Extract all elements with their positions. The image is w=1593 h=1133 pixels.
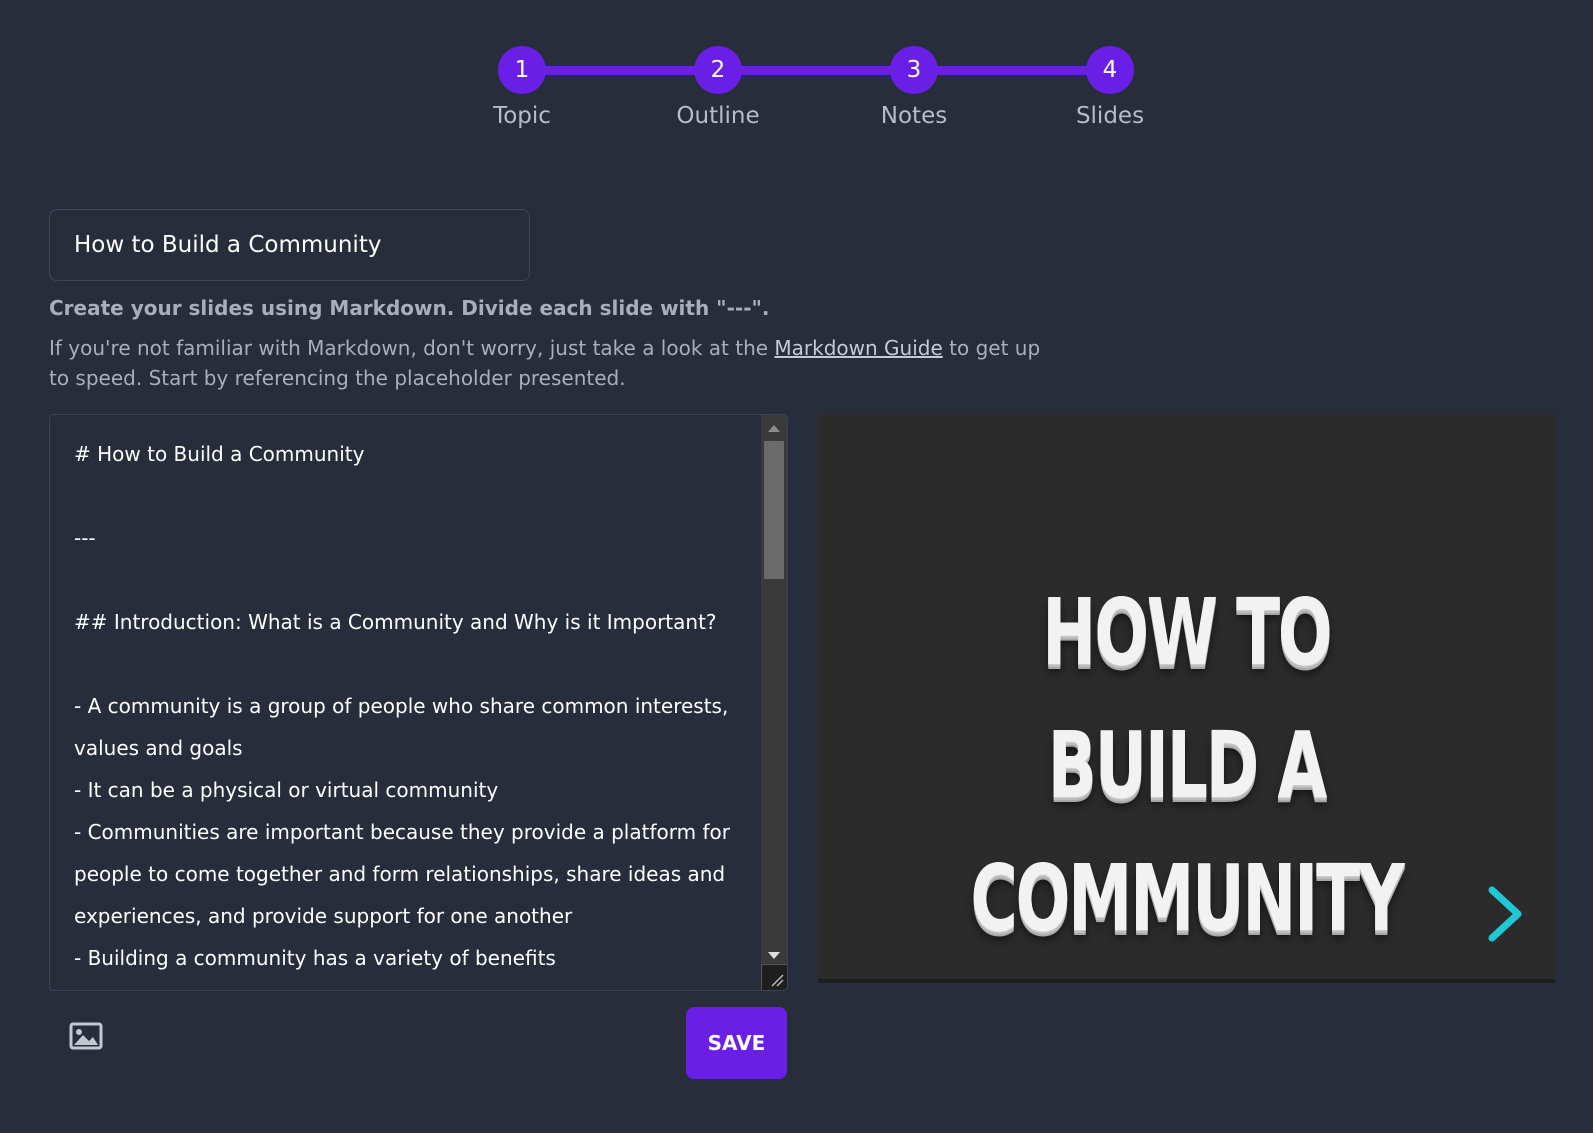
editor-line: - Communities are important because they… bbox=[74, 820, 737, 928]
step-label: Notes bbox=[880, 103, 948, 129]
editor-line bbox=[74, 475, 739, 517]
presentation-title-input[interactable] bbox=[49, 209, 530, 281]
stepper-line bbox=[522, 66, 1114, 75]
editor-line: # How to Build a Community bbox=[74, 442, 365, 466]
step-number: 2 bbox=[694, 46, 742, 94]
step-slides[interactable]: 4 Slides bbox=[1040, 46, 1180, 129]
save-button[interactable]: SAVE bbox=[686, 1007, 787, 1079]
scroll-up-arrow-icon[interactable] bbox=[768, 425, 780, 432]
instructions-text-before: If you're not familiar with Markdown, do… bbox=[49, 336, 775, 360]
editor-line bbox=[74, 643, 739, 685]
markdown-textarea[interactable]: # How to Build a Community --- ## Introd… bbox=[50, 415, 763, 990]
progress-stepper: 1 Topic 2 Outline 3 Notes 4 Slides bbox=[493, 46, 1150, 146]
editor-line: - Building a community has a variety of … bbox=[74, 946, 556, 970]
markdown-editor[interactable]: # How to Build a Community --- ## Introd… bbox=[49, 414, 788, 991]
step-number: 1 bbox=[498, 46, 546, 94]
resize-handle-icon[interactable] bbox=[761, 964, 787, 990]
markdown-guide-link[interactable]: Markdown Guide bbox=[774, 336, 943, 360]
editor-line: - A community is a group of people who s… bbox=[74, 694, 735, 760]
step-number: 4 bbox=[1086, 46, 1134, 94]
editor-line: - It can be a physical or virtual commun… bbox=[74, 778, 499, 802]
image-icon[interactable] bbox=[68, 1021, 104, 1051]
scroll-down-arrow-icon[interactable] bbox=[768, 952, 780, 959]
step-label: Outline bbox=[676, 103, 760, 129]
editor-line: --- bbox=[74, 526, 96, 550]
editor-line bbox=[74, 559, 739, 601]
instructions-text-after: to get up to speed. Start by referencing… bbox=[49, 336, 1041, 390]
instructions-text: If you're not familiar with Markdown, do… bbox=[49, 333, 1059, 393]
editor-scrollbar[interactable] bbox=[761, 415, 787, 990]
chevron-right-icon[interactable] bbox=[1480, 884, 1528, 944]
step-notes[interactable]: 3 Notes bbox=[844, 46, 984, 129]
step-label: Slides bbox=[1075, 103, 1145, 129]
step-number: 3 bbox=[890, 46, 938, 94]
instructions-heading: Create your slides using Markdown. Divid… bbox=[49, 296, 770, 320]
scroll-thumb[interactable] bbox=[764, 441, 784, 579]
slide-title: How to Build a Community bbox=[970, 579, 1404, 952]
step-topic[interactable]: 1 Topic bbox=[452, 46, 592, 129]
slide-preview: How to Build a Community bbox=[818, 414, 1555, 983]
step-outline[interactable]: 2 Outline bbox=[648, 46, 788, 129]
editor-line: ## Introduction: What is a Community and… bbox=[74, 610, 717, 634]
step-label: Topic bbox=[493, 103, 551, 129]
